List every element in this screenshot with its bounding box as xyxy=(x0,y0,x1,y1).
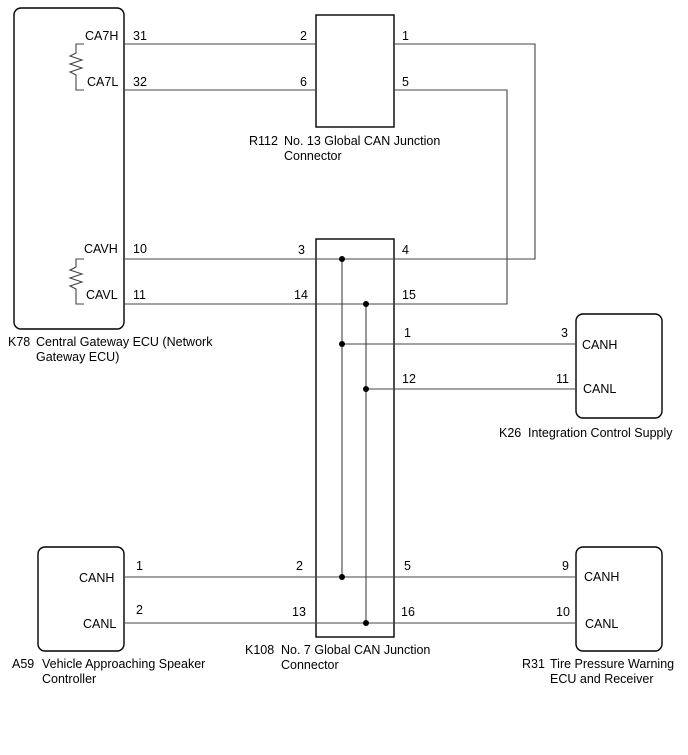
junction-dot xyxy=(363,386,369,392)
r31-code: R31 xyxy=(522,657,545,671)
junction-dot xyxy=(339,341,345,347)
r112-name-line2: Connector xyxy=(284,149,342,163)
k78-pin-11: 11 xyxy=(133,288,146,302)
k108-code: K108 xyxy=(245,643,274,657)
r112-pin-1: 1 xyxy=(402,29,409,43)
junction-dot xyxy=(339,256,345,262)
r112-connector-box xyxy=(315,14,395,128)
r31-pin-canl-label: CANL xyxy=(585,617,618,631)
k78-pin-10: 10 xyxy=(133,242,147,256)
k26-pin-3: 3 xyxy=(561,326,568,340)
k108-pin-5: 5 xyxy=(404,559,411,573)
k26-pin-canh-label: CANH xyxy=(582,338,617,352)
resistor-icon xyxy=(68,43,84,91)
r112-code: R112 xyxy=(249,134,278,148)
a59-name-line1: Vehicle Approaching Speaker xyxy=(42,657,205,671)
a59-name-line2: Controller xyxy=(42,672,96,686)
r112-name-line1: No. 13 Global CAN Junction xyxy=(284,134,440,148)
k78-name-line2: Gateway ECU) xyxy=(36,350,119,364)
k78-pin-32: 32 xyxy=(133,75,147,89)
a59-pin-canl-label: CANL xyxy=(83,617,116,631)
wire-r112-5-to-k108-15 xyxy=(394,89,508,305)
r112-pin-2: 2 xyxy=(300,29,307,43)
r31-name-line2: ECU and Receiver xyxy=(550,672,654,686)
a59-pin-2: 2 xyxy=(136,603,143,617)
junction-dot xyxy=(363,301,369,307)
k26-name-line1: Integration Control Supply xyxy=(528,426,673,440)
k108-pin-3: 3 xyxy=(298,243,305,257)
resistor-icon xyxy=(68,258,84,305)
a59-code: A59 xyxy=(12,657,34,671)
k26-pin-canl-label: CANL xyxy=(583,382,616,396)
r112-pin-5: 5 xyxy=(402,75,409,89)
k108-name-line1: No. 7 Global CAN Junction xyxy=(281,643,430,657)
k78-pin-ca7h-label: CA7H xyxy=(85,29,118,43)
junction-dot xyxy=(363,620,369,626)
a59-ecu-box xyxy=(37,546,125,652)
k108-pin-16: 16 xyxy=(401,605,415,619)
k78-pin-ca7l-label: CA7L xyxy=(87,75,118,89)
r112-pin-6: 6 xyxy=(300,75,307,89)
k108-pin-12: 12 xyxy=(402,372,416,386)
wire-r112-1-to-k108-4 xyxy=(394,43,536,260)
k108-pin-15: 15 xyxy=(402,288,416,302)
k108-connector-box xyxy=(315,238,395,638)
k26-code: K26 xyxy=(499,426,521,440)
k78-pin-cavh-label: CAVH xyxy=(84,242,118,256)
a59-pin-canh-label: CANH xyxy=(79,571,114,585)
junction-dot xyxy=(339,574,345,580)
a59-pin-1: 1 xyxy=(136,559,143,573)
k78-name-line1: Central Gateway ECU (Network xyxy=(36,335,213,349)
k26-ecu-box xyxy=(575,313,663,419)
k108-pin-13: 13 xyxy=(292,605,306,619)
k108-pin-4: 4 xyxy=(402,243,409,257)
r31-pin-canh-label: CANH xyxy=(584,570,619,584)
k78-pin-31: 31 xyxy=(133,29,147,43)
k78-code: K78 xyxy=(8,335,30,349)
r31-ecu-box xyxy=(575,546,663,652)
k78-pin-cavl-label: CAVL xyxy=(86,288,118,302)
k108-pin-1: 1 xyxy=(404,326,411,340)
k78-ecu-box xyxy=(13,7,125,330)
k108-pin-14: 14 xyxy=(294,288,308,302)
k108-pin-2: 2 xyxy=(296,559,303,573)
r31-name-line1: Tire Pressure Warning xyxy=(550,657,674,671)
k26-pin-11: 11 xyxy=(556,372,569,386)
r31-pin-9: 9 xyxy=(562,559,569,573)
k108-name-line2: Connector xyxy=(281,658,339,672)
r31-pin-10: 10 xyxy=(556,605,570,619)
